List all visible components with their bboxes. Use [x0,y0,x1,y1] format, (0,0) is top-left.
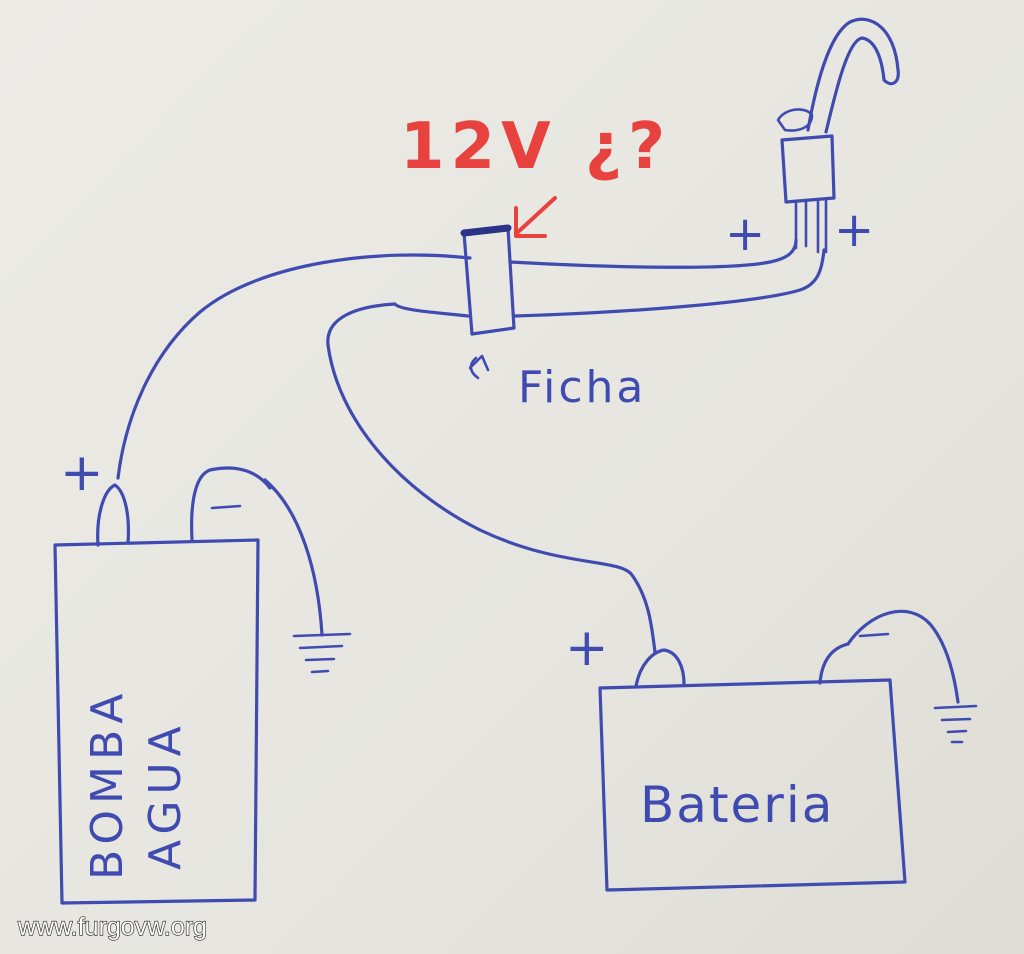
pump-minus-terminal [190,466,272,542]
connector-pointer-arrow [468,354,490,380]
battery-ground-wire [846,609,960,704]
wire-pump-positive [116,253,472,480]
battery-ground [846,609,978,744]
watermark: www.furgovw.org [17,913,207,941]
pump-label-line1: BOMBA [82,688,133,880]
ground-symbol-pump [292,632,352,674]
tap-plus-left: + [725,206,765,262]
tap-cap [776,108,814,132]
pump-ground [263,478,352,674]
water-tap [776,17,900,254]
battery-plus-terminal [634,648,686,688]
battery-label: Bateria [640,776,834,834]
battery-minus-terminal [818,642,850,685]
connector-ficha [460,224,516,336]
connector-top [460,224,512,237]
pump-ground-wire [263,478,324,637]
tap-spout [806,17,900,134]
tap-plus-right: + [834,202,874,258]
connector-label: Ficha [518,362,646,413]
battery-minus-mark [858,632,890,638]
pump-label-line2: AGUA [140,720,191,870]
wire-connector-to-tap-lower [513,248,826,318]
battery-box [598,678,907,892]
voltage-question-label: 12V ¿? [400,110,671,184]
battery-plus-sign: + [565,618,609,678]
pump-plus-terminal [96,483,131,547]
pump-plus-sign: + [60,443,104,503]
pump-minus-mark [210,504,242,510]
ground-symbol-battery [933,704,978,744]
tap-body [780,134,836,204]
battery [598,632,907,892]
water-pump [53,466,272,905]
pump-label-group: BOMBA AGUA [82,688,191,880]
connector-body [462,226,516,336]
pump-box [53,538,260,905]
wire-connector-to-tap-upper [508,238,798,269]
wire-battery-positive [326,302,657,654]
voltage-arrow-icon [514,196,557,238]
tap-leg-right [816,198,828,254]
